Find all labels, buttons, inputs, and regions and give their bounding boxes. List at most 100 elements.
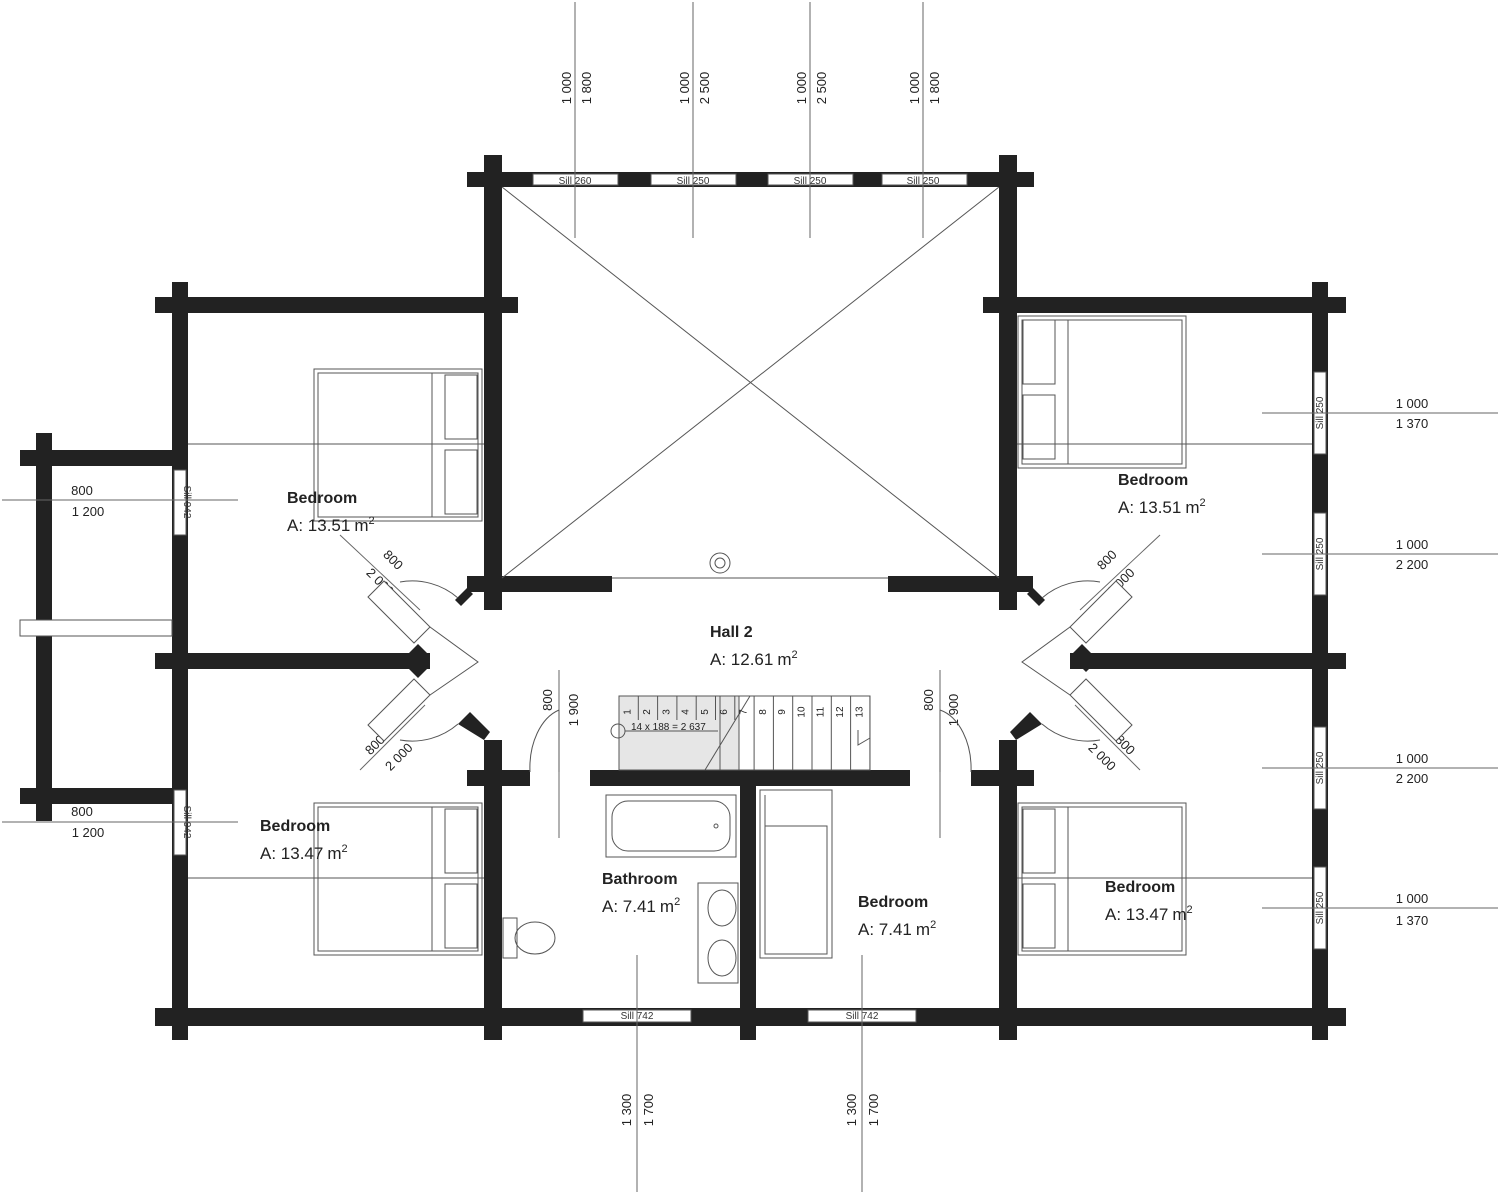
room-name: Bedroom — [1105, 879, 1175, 896]
doors — [367, 580, 1133, 773]
wall — [20, 788, 172, 804]
door-swing — [1041, 723, 1101, 742]
wall — [971, 770, 1034, 786]
door-swing — [399, 580, 459, 599]
window-width-label: 1 000 — [907, 72, 922, 105]
window-height-label: 1 800 — [927, 72, 942, 105]
stair-step-number: 4 — [681, 709, 692, 715]
drain-icon — [713, 823, 719, 829]
window-height-label: 1 700 — [641, 1094, 656, 1127]
room-name: Bedroom — [287, 490, 357, 507]
wall — [1010, 712, 1042, 740]
wall — [999, 740, 1017, 1040]
bed — [313, 368, 483, 522]
window-width-label: 800 — [71, 483, 93, 498]
bed — [1021, 319, 1183, 465]
stair-formula: 14 x 188 = 2 637 — [631, 722, 706, 733]
wall — [1027, 588, 1045, 606]
window-height-label: 1 700 — [866, 1094, 881, 1127]
window-width-label: 800 — [71, 804, 93, 819]
wall — [1070, 644, 1098, 672]
stair-step-number: 1 — [623, 709, 634, 715]
room-name: Bedroom — [858, 894, 928, 911]
pillow — [444, 808, 478, 874]
vanity — [697, 882, 739, 984]
bathtub-icon — [605, 794, 737, 858]
stair-step-number: 3 — [661, 709, 672, 715]
dim-line — [359, 704, 426, 771]
railing — [19, 619, 173, 637]
room-name: Hall 2 — [710, 624, 753, 641]
stair-step-number: 8 — [758, 709, 769, 715]
door-height-label: 1 900 — [566, 694, 581, 727]
dim-line — [1079, 534, 1161, 611]
pillow — [1022, 394, 1056, 460]
window-height-label: 1 200 — [72, 825, 105, 840]
stair-step-number: 13 — [854, 706, 865, 718]
pillow — [1022, 319, 1056, 385]
stair-arrow — [857, 730, 871, 746]
door-swing — [939, 709, 972, 773]
wall — [484, 740, 502, 1040]
sink-icon — [707, 939, 737, 977]
stair-step-number: 10 — [796, 706, 807, 718]
door-frame — [1021, 626, 1071, 696]
stair-step-number: 9 — [777, 709, 788, 715]
sill-label: Sill 942 — [181, 486, 192, 519]
bed — [317, 806, 479, 952]
stair-step-number: 7 — [738, 709, 749, 715]
void-diagonal — [501, 186, 1000, 579]
door-width-label: 800 — [1094, 547, 1120, 573]
door-width-label: 800 — [921, 689, 936, 711]
pillow — [444, 883, 478, 949]
bed — [317, 372, 479, 518]
bed — [313, 802, 483, 956]
wardrobe — [759, 789, 833, 959]
open-void — [501, 186, 1000, 579]
wall — [467, 770, 530, 786]
window-width-label: 1 300 — [844, 1094, 859, 1127]
wall — [155, 297, 518, 313]
bathtub-icon — [611, 800, 731, 852]
wall — [155, 653, 430, 669]
wall — [999, 155, 1017, 610]
door-height-label: 2 000 — [1085, 740, 1119, 774]
stair-step-number: 6 — [719, 709, 730, 715]
window-width-label: 1 000 — [559, 72, 574, 105]
window-width-label: 1 300 — [619, 1094, 634, 1127]
door-width-label: 800 — [380, 547, 406, 573]
light-fixture-icon — [714, 557, 726, 569]
bed — [1021, 806, 1183, 952]
bed — [1017, 802, 1187, 956]
window-width-label: 1 000 — [1396, 537, 1429, 552]
wall — [467, 576, 612, 592]
wardrobe — [764, 825, 828, 955]
dimension-labels: 1 000 1 800 1 000 2 500 1 000 2 500 1 00… — [71, 72, 1428, 1127]
window-width-label: 1 000 — [1396, 396, 1429, 411]
door-swing — [399, 723, 459, 742]
stair-step-number: 12 — [835, 706, 846, 718]
wall — [983, 297, 1346, 313]
window-height-label: 1 370 — [1396, 416, 1429, 431]
window-height-label: 2 500 — [697, 72, 712, 105]
wall — [484, 155, 502, 610]
toilet-icon — [514, 921, 556, 955]
wall — [888, 576, 1033, 592]
pillow — [444, 449, 478, 515]
door-width-label: 800 — [540, 689, 555, 711]
pillow — [1022, 808, 1056, 874]
window — [881, 173, 968, 186]
window-width-label: 1 000 — [794, 72, 809, 105]
door-swing — [1041, 580, 1101, 599]
door-height-label: 1 900 — [946, 694, 961, 727]
